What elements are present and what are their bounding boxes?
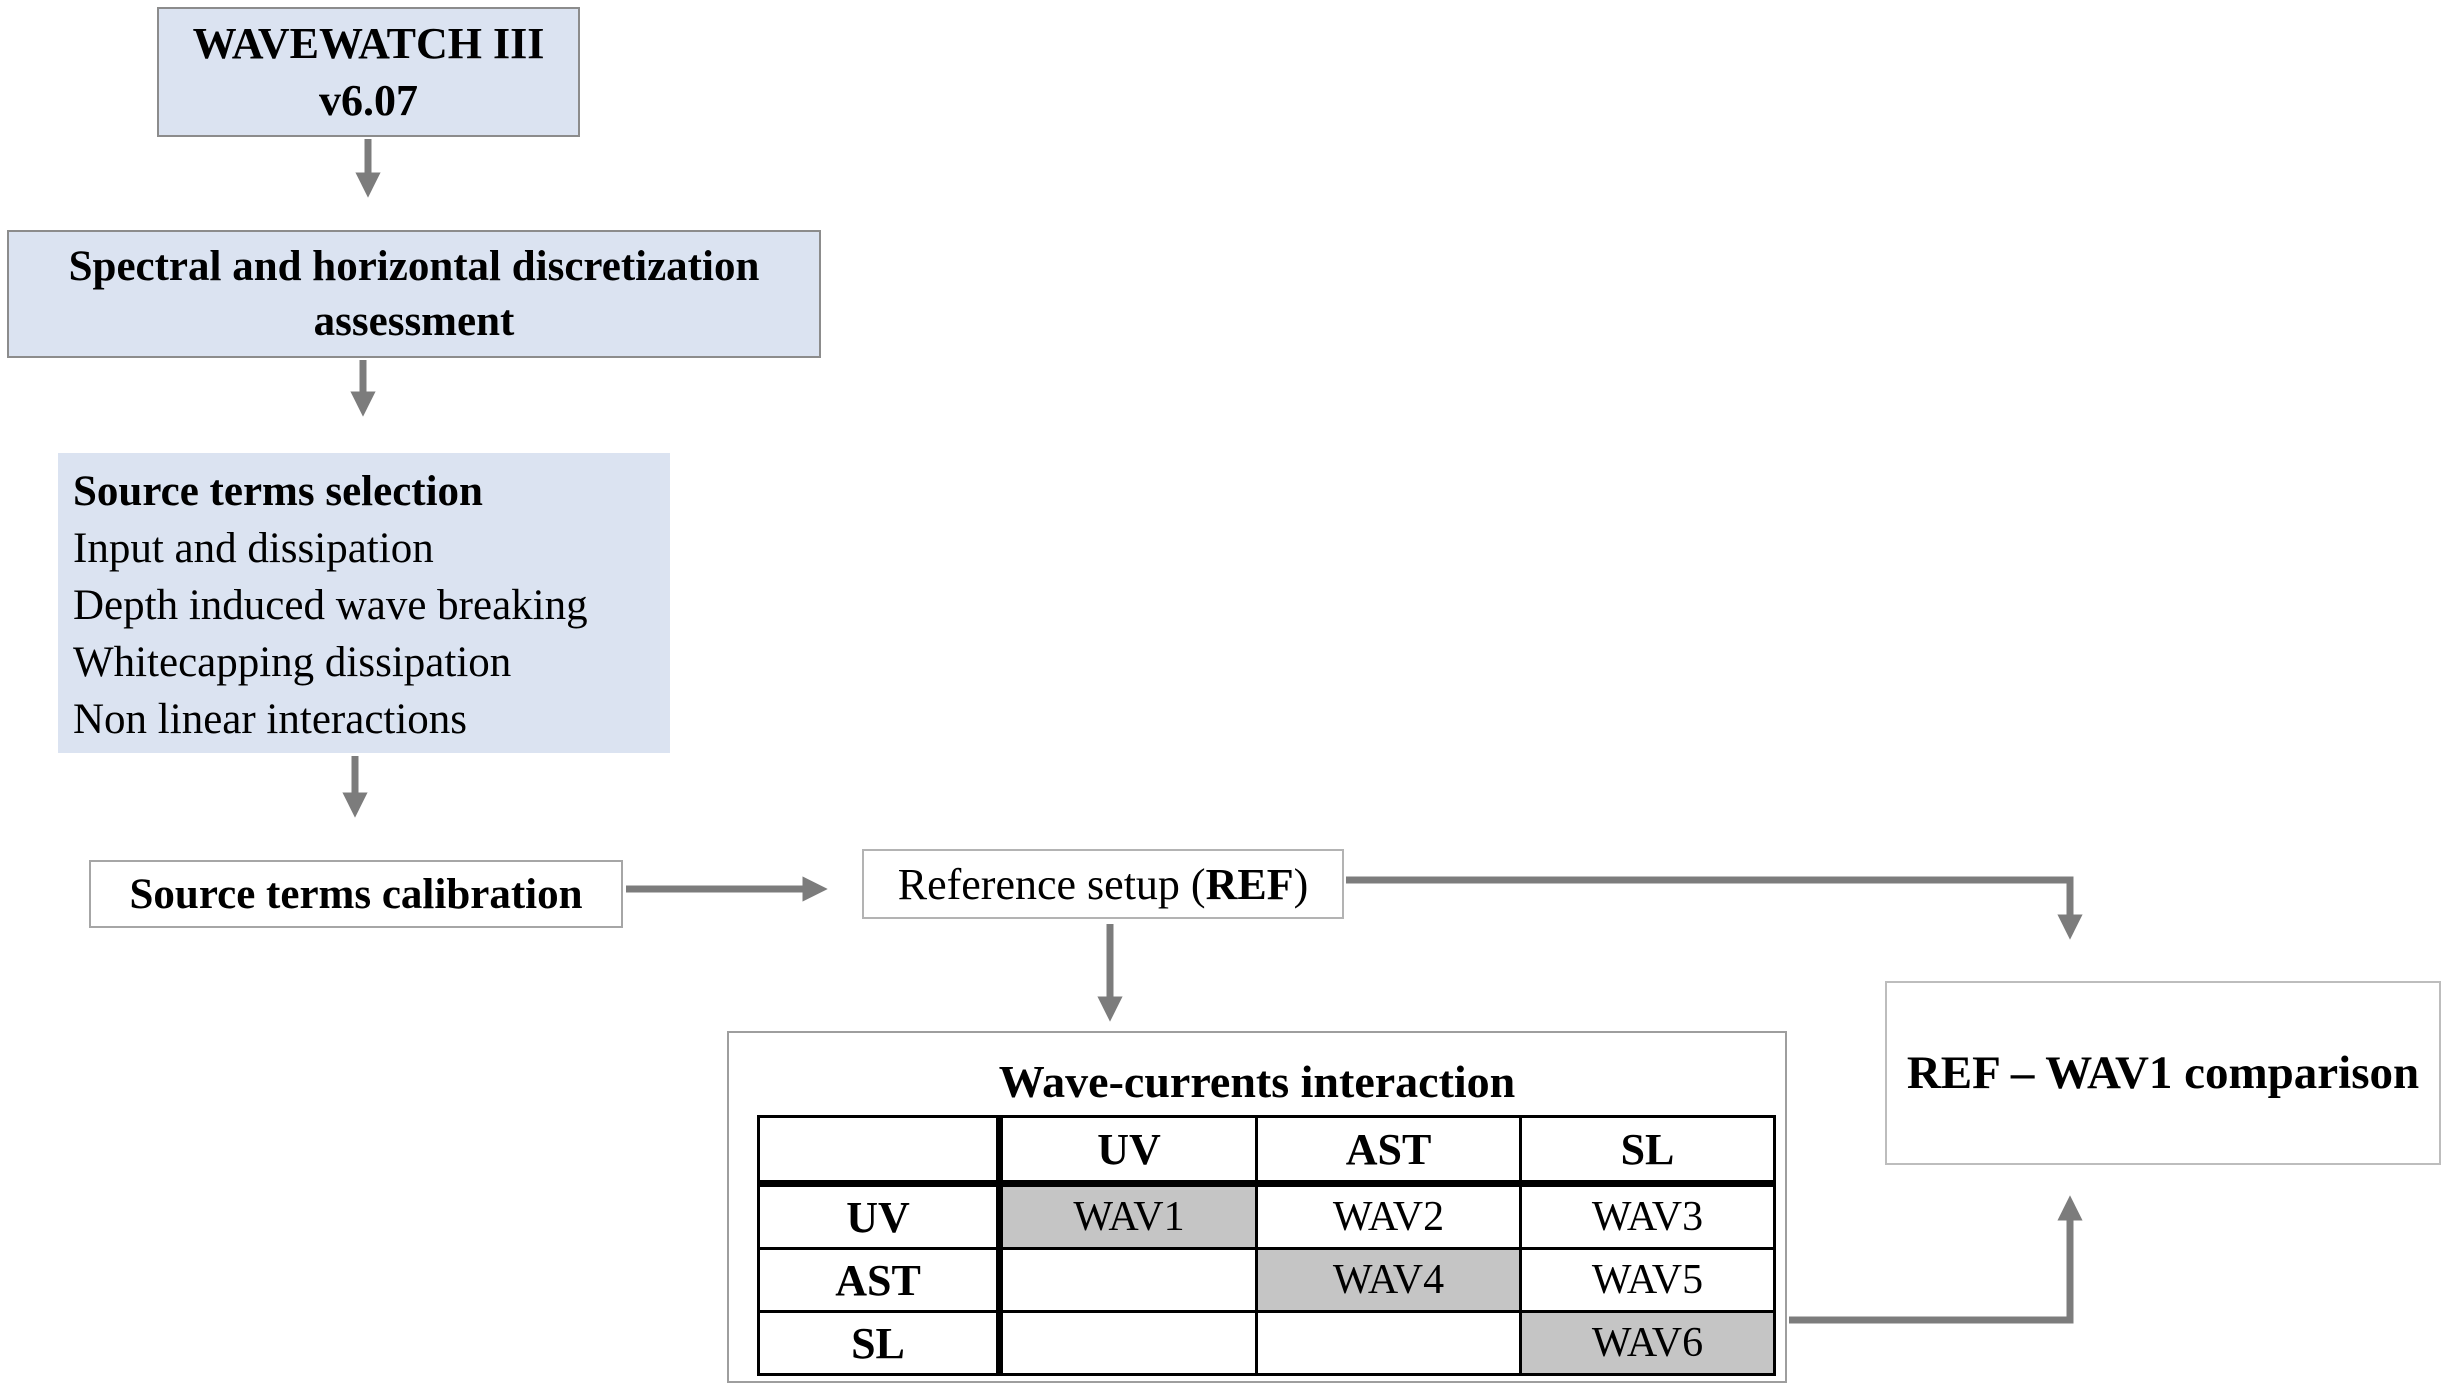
- selection-item: Depth induced wave breaking: [73, 582, 588, 629]
- row-header-sl: SL: [757, 1310, 1001, 1376]
- table-row: SL WAV6: [757, 1310, 1776, 1376]
- table-header-row: UV AST SL: [757, 1115, 1776, 1187]
- table-cell-empty: [996, 1310, 1258, 1376]
- table-cell-wav6: WAV6: [1519, 1310, 1776, 1376]
- table-cell-wav2: WAV2: [1255, 1182, 1522, 1250]
- source-terms-calibration-box: Source terms calibration: [89, 860, 623, 928]
- discretization-line1: Spectral and horizontal discretization: [68, 243, 760, 290]
- selection-item: Input and dissipation: [73, 525, 434, 572]
- table-cell-empty: [996, 1247, 1258, 1313]
- table-cell-wav3: WAV3: [1519, 1182, 1776, 1250]
- table-cell-wav4: WAV4: [1255, 1247, 1522, 1313]
- ref-wav1-comparison-box: REF – WAV1 comparison: [1885, 981, 2441, 1165]
- reference-label-suffix: ): [1293, 859, 1309, 909]
- table-row: AST WAV4 WAV5: [757, 1247, 1776, 1313]
- column-header-uv: UV: [996, 1115, 1258, 1187]
- table-cell-wav5: WAV5: [1519, 1247, 1776, 1313]
- selection-item: Whitecapping dissipation: [73, 639, 512, 686]
- table-row: UV WAV1 WAV2 WAV3: [757, 1182, 1776, 1250]
- wavewatch-version: v6.07: [319, 76, 418, 125]
- column-header-ast: AST: [1255, 1115, 1522, 1187]
- selection-item: Non linear interactions: [73, 696, 468, 743]
- comparison-label: REF – WAV1 comparison: [1906, 1047, 2420, 1099]
- discretization-line2: assessment: [313, 298, 515, 345]
- wavewatch-version-box: WAVEWATCH III v6.07: [157, 7, 580, 137]
- wave-currents-table: UV AST SL UV WAV1 WAV2 WAV3 AST WAV4 WAV…: [757, 1115, 1776, 1376]
- reference-label-strong: REF: [1205, 859, 1294, 909]
- table-cell-empty: [1255, 1310, 1522, 1376]
- arrow-reference-to-comparison: [1346, 876, 2083, 940]
- table-cell-wav1: WAV1: [996, 1182, 1258, 1250]
- arrow-table-to-comparison: [1789, 1195, 2083, 1324]
- wave-currents-interaction-panel: Wave-currents interaction UV AST SL UV W…: [727, 1031, 1787, 1383]
- discretization-assessment-box: Spectral and horizontal discretization a…: [7, 230, 821, 358]
- reference-label-prefix: Reference setup (: [897, 859, 1206, 909]
- selection-title: Source terms selection: [73, 468, 483, 515]
- row-header-uv: UV: [757, 1182, 1001, 1250]
- wavewatch-title: WAVEWATCH III: [192, 19, 545, 68]
- calibration-label: Source terms calibration: [129, 870, 583, 918]
- table-title: Wave-currents interaction: [998, 1056, 1516, 1107]
- table-corner-cell: [757, 1115, 1001, 1187]
- row-header-ast: AST: [757, 1247, 1001, 1313]
- column-header-sl: SL: [1519, 1115, 1776, 1187]
- reference-setup-box: Reference setup (REF): [862, 849, 1344, 919]
- source-terms-selection-box: Source terms selection Input and dissipa…: [58, 453, 670, 753]
